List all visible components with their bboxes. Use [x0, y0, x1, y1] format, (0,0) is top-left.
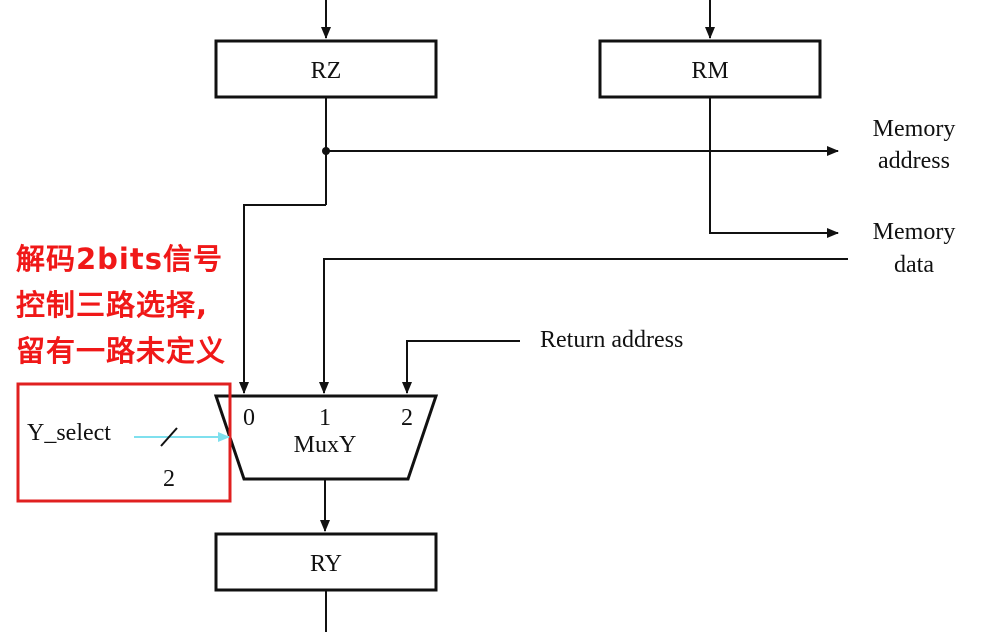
y-select-highlight-box	[16, 382, 232, 503]
annotation-note: 解码2bits信号 控制三路选择, 留有一路未定义	[16, 236, 226, 374]
memory-address-label-line2: address	[878, 148, 950, 174]
memory-address-label-line1: Memory	[873, 116, 956, 142]
rm-label: RM	[691, 58, 728, 84]
rz-label: RZ	[311, 58, 342, 84]
memory-data-in-wire	[319, 258, 848, 394]
mux-name-label: MuxY	[294, 432, 357, 458]
ry-label: RY	[310, 551, 342, 577]
annotation-line: 解码2bits信号	[16, 242, 224, 276]
rz-to-mux-input-0-wire	[239, 204, 326, 394]
memory-data-label-line1: Memory	[873, 219, 956, 245]
ry-register	[214, 532, 438, 592]
mux-input-0-label: 0	[243, 405, 255, 431]
annotation-line: 控制三路选择,	[16, 288, 209, 322]
annotation-line: 留有一路未定义	[16, 334, 227, 368]
bus-width-label: 2	[163, 466, 175, 492]
rz-register	[214, 39, 438, 99]
memory-data-out-wire	[709, 97, 839, 238]
mux-input-1-label: 1	[319, 405, 331, 431]
y-select-label: Y_select	[27, 420, 111, 446]
bus-width-slash	[160, 427, 178, 447]
return-address-label: Return address	[540, 327, 683, 353]
mux-input-2-label: 2	[401, 405, 413, 431]
memory-data-label-line2: data	[894, 252, 934, 278]
muxy-multiplexer	[213, 394, 439, 481]
return-address-wire	[402, 340, 520, 394]
